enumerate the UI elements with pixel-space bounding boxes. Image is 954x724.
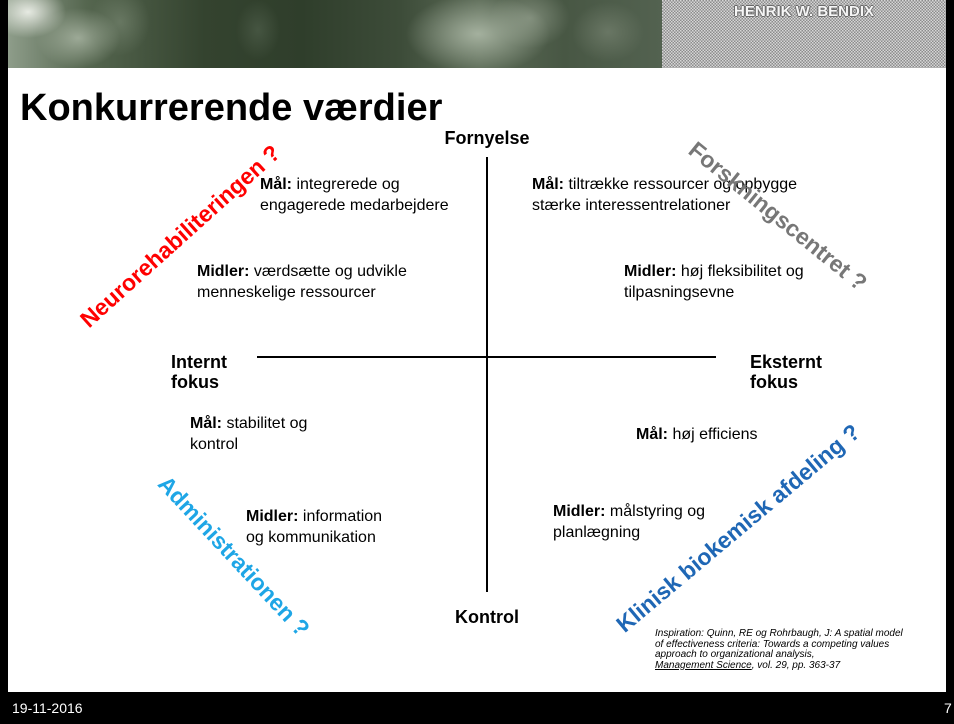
quadrant-top-left-means: Midler: værdsætte og udvikle menneskelig… [197, 262, 407, 303]
citation-line: approach to organizational analysis, [655, 649, 815, 660]
axis-label-right: Eksternt fokus [750, 352, 822, 392]
means-line: Midler: værdsætte og udvikle [197, 262, 407, 283]
horizontal-axis-line [257, 356, 716, 358]
goal-text: stærke interessentrelationer [532, 196, 731, 214]
vertical-axis-line [486, 157, 488, 592]
goal-label: Mål: [190, 415, 222, 432]
goal-text: kontrol [190, 435, 239, 453]
means-line: Midler: målstyring og [553, 502, 705, 523]
journal-details: , vol. 29, pp. 363-37 [751, 659, 841, 671]
quadrant-top-right-goal: Mål: tiltrække ressourcer og opbygge stæ… [532, 175, 797, 216]
means-text: målstyring og [609, 503, 706, 520]
header-photo [8, 0, 662, 68]
axis-label-right-line: fokus [750, 372, 799, 392]
axis-label-bottom: Kontrol [455, 607, 519, 627]
goal-text: engagerede medarbejdere [260, 196, 449, 214]
goal-text: tiltrække ressourcer og opbygge [568, 176, 798, 193]
citation-line: Management Science, vol. 29, pp. 363-37 [655, 659, 903, 672]
goal-text: integrerede og [296, 176, 400, 193]
means-text: information [302, 508, 383, 525]
means-line: Midler: høj fleksibilitet og [624, 262, 804, 283]
axis-label-left-line: Internt [171, 352, 227, 372]
slide-canvas [8, 0, 946, 692]
means-label: Midler: [246, 508, 299, 525]
author-name: HENRIK W. BENDIX [733, 3, 874, 20]
footer-date: 19-11-2016 [12, 700, 83, 716]
axis-label-left: Internt fokus [171, 352, 227, 392]
citation: Inspiration: Quinn, RE og Rohrbaugh, J: … [655, 628, 903, 672]
means-text: høj fleksibilitet og [680, 263, 804, 280]
quadrant-bottom-left-means: Midler: information og kommunikation [246, 507, 382, 548]
means-text: værdsætte og udvikle [253, 263, 407, 280]
quadrant-top-left-goal: Mål: integrerede og engagerede medarbejd… [260, 175, 449, 216]
means-line: Midler: information [246, 507, 382, 528]
axis-label-top: Fornyelse [444, 128, 530, 148]
goal-line: Mål: høj efficiens [636, 425, 758, 446]
citation-line: Inspiration: Quinn, RE og Rohrbaugh, J: … [655, 628, 903, 639]
slide-title: Konkurrerende værdier [20, 87, 443, 129]
author-nameplate: HENRIK W. BENDIX [662, 0, 946, 68]
means-text: tilpasningsevne [624, 283, 735, 301]
quadrant-bottom-left-goal: Mål: stabilitet og kontrol [190, 414, 307, 455]
goal-text: høj efficiens [672, 426, 758, 443]
means-text: og kommunikation [246, 528, 376, 546]
means-label: Midler: [197, 263, 250, 280]
axis-label-left-line: fokus [171, 372, 220, 392]
goal-label: Mål: [260, 176, 292, 193]
goal-line: Mål: tiltrække ressourcer og opbygge [532, 175, 797, 196]
means-text: planlægning [553, 523, 641, 541]
means-label: Midler: [624, 263, 677, 280]
quadrant-top-right-means: Midler: høj fleksibilitet og tilpasnings… [624, 262, 804, 303]
goal-line: Mål: stabilitet og [190, 414, 307, 435]
quadrant-bottom-right-goal: Mål: høj efficiens [636, 425, 758, 446]
goal-label: Mål: [636, 426, 668, 443]
goal-label: Mål: [532, 176, 564, 193]
axis-label-right-line: Eksternt [750, 352, 823, 372]
goal-text: stabilitet og [226, 415, 308, 432]
quadrant-bottom-right-means: Midler: målstyring og planlægning [553, 502, 705, 543]
journal-title: Management Science [655, 659, 752, 671]
citation-line: of effectiveness criteria: Towards a com… [655, 638, 890, 650]
page-number: 7 [944, 700, 952, 716]
means-text: menneskelige ressourcer [197, 283, 376, 301]
goal-line: Mål: integrerede og [260, 175, 449, 196]
means-label: Midler: [553, 503, 606, 520]
